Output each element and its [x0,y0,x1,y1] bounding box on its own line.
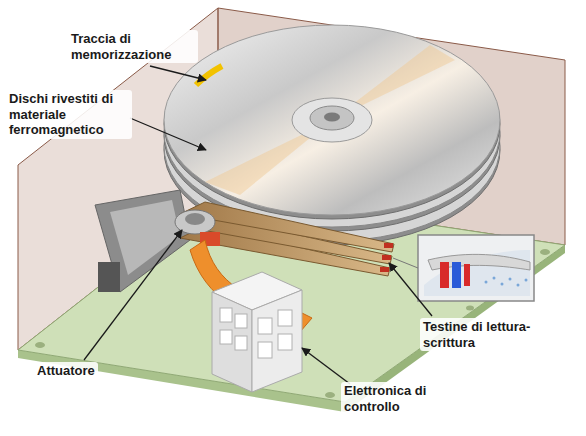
connector [212,272,302,392]
platter-label: Dischi rivestiti di materiale ferromagne… [6,90,132,139]
storage-track [196,66,222,85]
head-label: Testine di lettura-scrittura [420,318,544,351]
electronics-label: Elettronica di controllo [341,382,455,415]
leader-lines [84,66,432,384]
track-label: Traccia di memorizzazione [68,30,198,63]
voice-coil [95,190,190,292]
head-inset [393,235,534,301]
actuator-label: Attuatore [34,362,98,380]
